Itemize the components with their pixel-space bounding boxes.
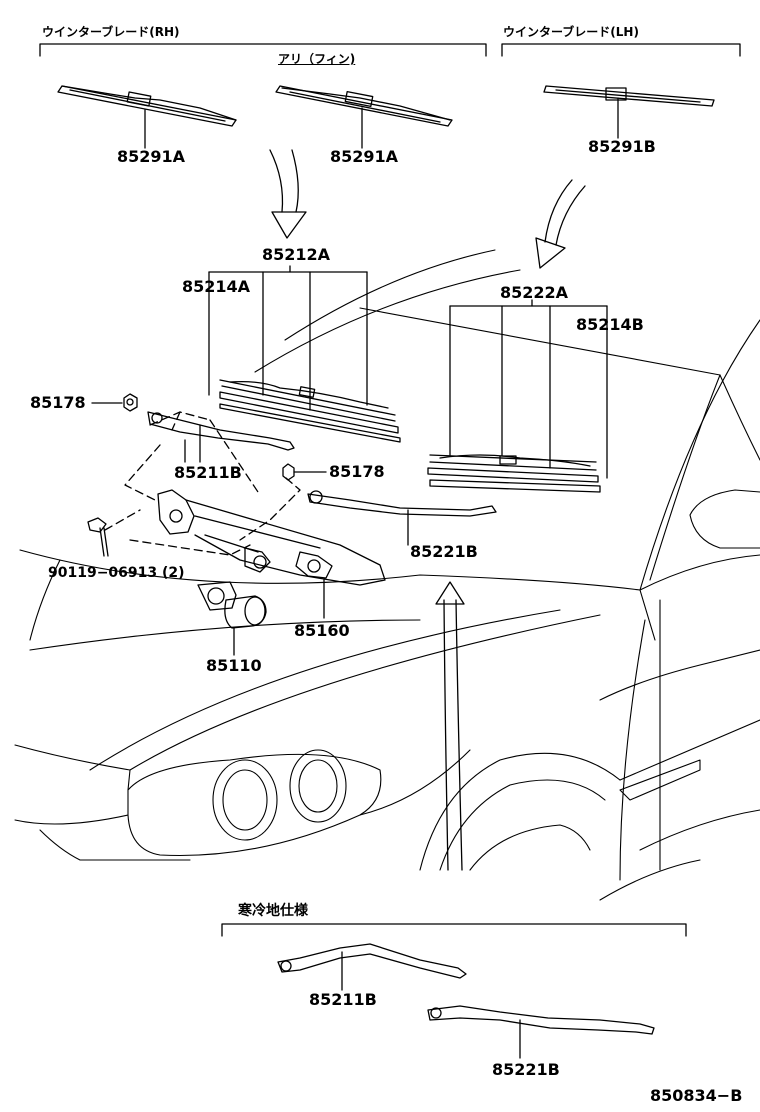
label-85212A: 85212A	[262, 245, 331, 264]
label-85160: 85160	[294, 621, 350, 640]
arrow-rh-blade	[269, 149, 307, 239]
cold-arm-85211B	[277, 943, 467, 991]
car-body-outline	[14, 249, 760, 901]
blade-85291A-2	[275, 85, 453, 127]
label-85291A-2: 85291A	[330, 147, 399, 166]
header-winter-blade-lh: ウインターブレード(LH)	[503, 25, 639, 39]
label-85214A: 85214A	[182, 277, 251, 296]
header-with-fin: アリ（フィン)	[278, 52, 356, 66]
arrow-lh-blade	[535, 179, 586, 269]
label-90119: 90119−06913 (2)	[48, 565, 185, 581]
label-85214B: 85214B	[576, 315, 644, 334]
cold-spec-bracket	[221, 923, 687, 937]
nut-85178-right	[282, 463, 327, 481]
label-85211B-cold: 85211B	[309, 990, 377, 1009]
blade-85291A-1	[57, 85, 237, 127]
arrow-lower	[435, 581, 465, 871]
label-85221B-cold: 85221B	[492, 1060, 560, 1079]
label-85222A: 85222A	[500, 283, 569, 302]
dashed-leaders	[104, 411, 301, 556]
bracket-85212A	[208, 265, 368, 411]
rh-header-bracket	[39, 43, 487, 57]
label-85178-right: 85178	[329, 462, 385, 481]
linkage-85160	[157, 489, 386, 619]
label-85221B: 85221B	[410, 542, 478, 561]
label-85211B: 85211B	[174, 463, 242, 482]
header-winter-blade-rh: ウインターブレード(RH)	[42, 25, 180, 39]
arm-85221B	[307, 490, 497, 546]
lh-blade-assembly	[427, 454, 601, 493]
label-85291A-1: 85291A	[117, 147, 186, 166]
top-leaders	[144, 97, 619, 149]
blade-85291B	[543, 85, 715, 107]
label-85178-left: 85178	[30, 393, 86, 412]
bolt-90119	[87, 517, 109, 557]
header-cold-region-spec: 寒冷地仕様	[238, 903, 308, 919]
label-85291B: 85291B	[588, 137, 656, 156]
bracket-85222A	[449, 299, 608, 479]
nut-85178-left	[91, 393, 138, 412]
rh-blade-assembly	[219, 379, 401, 443]
diagram-code: 850834−B	[650, 1086, 743, 1105]
motor-85110	[197, 581, 267, 656]
lh-header-bracket	[501, 43, 741, 57]
label-85110: 85110	[206, 656, 262, 675]
cold-arm-85221B	[427, 1005, 655, 1059]
arm-85211B	[147, 411, 295, 463]
